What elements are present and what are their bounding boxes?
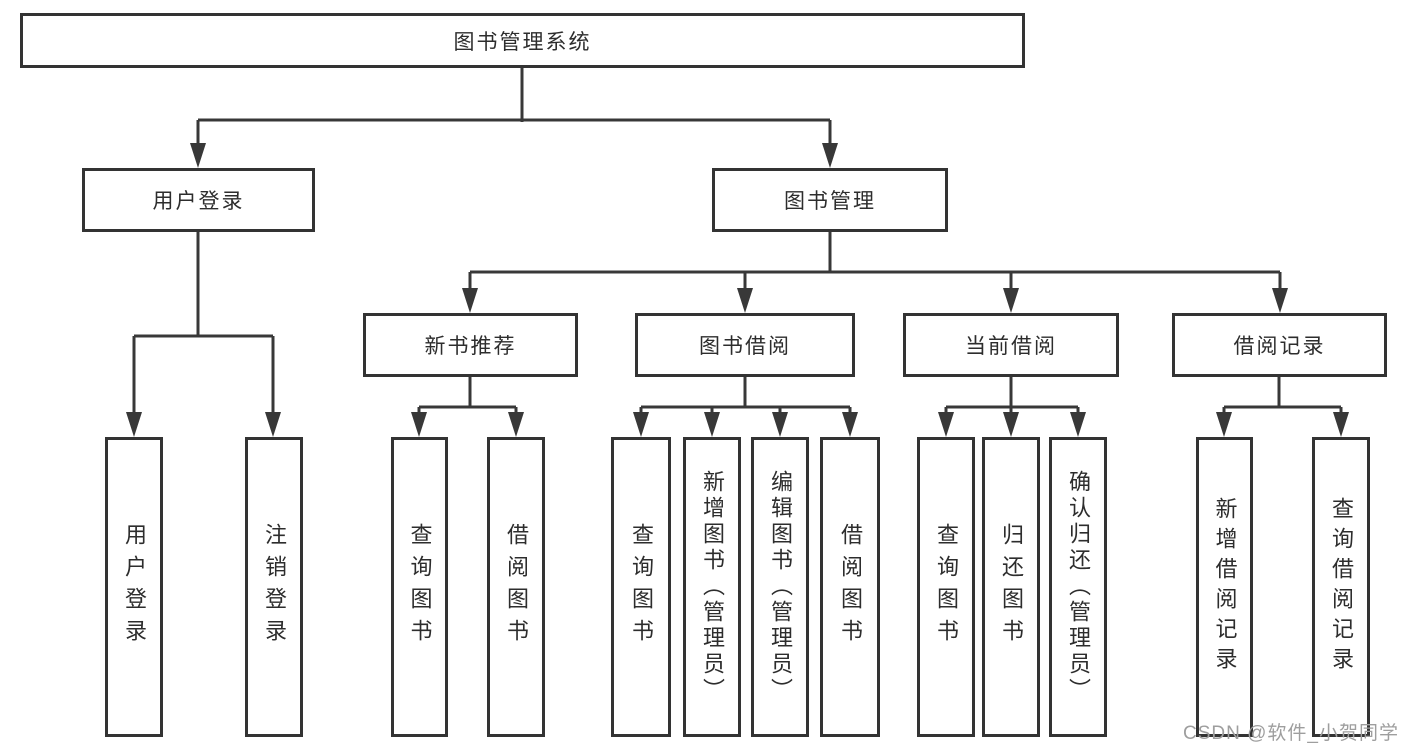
leaf-user-login: 用户登录	[105, 437, 163, 737]
node-current-borrow-label: 当前借阅	[965, 335, 1057, 358]
node-user-login: 用户登录	[82, 168, 315, 232]
leaf-borrow-books-label: 借阅图书	[838, 523, 863, 651]
node-current-borrow: 当前借阅	[903, 313, 1119, 377]
leaf-return-book: 归还图书	[982, 437, 1040, 737]
node-book-borrow: 图书借阅	[635, 313, 855, 377]
node-book-borrow-label: 图书借阅	[699, 335, 791, 358]
leaf-borrow-books-recommend: 借阅图书	[487, 437, 545, 737]
leaf-edit-book-admin-label: 编辑图书（管理员）	[768, 470, 793, 704]
leaf-user-login-label: 用户登录	[122, 523, 147, 651]
leaf-add-borrow-record: 新增借阅记录	[1196, 437, 1253, 737]
leaf-borrow-books-recommend-label: 借阅图书	[504, 523, 529, 651]
leaf-logout-label: 注销登录	[262, 523, 287, 651]
leaf-query-books-borrow-label: 查询图书	[629, 523, 654, 651]
leaf-borrow-books: 借阅图书	[820, 437, 880, 737]
leaf-add-book-admin-label: 新增图书（管理员）	[700, 470, 725, 704]
node-borrow-records: 借阅记录	[1172, 313, 1387, 377]
leaf-query-borrow-record-label: 查询借阅记录	[1329, 497, 1354, 677]
leaf-confirm-return-admin: 确认归还（管理员）	[1049, 437, 1107, 737]
leaf-logout: 注销登录	[245, 437, 303, 737]
node-new-book-recommend: 新书推荐	[363, 313, 578, 377]
leaf-edit-book-admin: 编辑图书（管理员）	[751, 437, 809, 737]
leaf-confirm-return-admin-label: 确认归还（管理员）	[1066, 470, 1091, 704]
leaf-query-books-recommend-label: 查询图书	[407, 523, 433, 651]
node-new-book-recommend-label: 新书推荐	[424, 335, 517, 358]
leaf-query-books-borrow: 查询图书	[611, 437, 671, 737]
node-book-management: 图书管理	[712, 168, 948, 232]
node-root-label: 图书管理系统	[453, 30, 592, 54]
leaf-query-borrow-record: 查询借阅记录	[1312, 437, 1370, 737]
node-borrow-records-label: 借阅记录	[1233, 335, 1326, 358]
leaf-query-books-recommend: 查询图书	[391, 437, 448, 737]
leaf-add-book-admin: 新增图书（管理员）	[683, 437, 741, 737]
tree-edges	[132, 68, 1343, 416]
leaf-query-books-current-label: 查询图书	[934, 523, 959, 651]
node-user-login-label: 用户登录	[152, 190, 245, 213]
leaf-return-book-label: 归还图书	[999, 523, 1024, 651]
leaf-add-borrow-record-label: 新增借阅记录	[1212, 497, 1238, 677]
node-root-system: 图书管理系统	[20, 13, 1025, 68]
node-book-management-label: 图书管理	[784, 190, 876, 213]
csdn-watermark: CSDN @软件_小贺同学	[1183, 723, 1399, 744]
leaf-query-books-current: 查询图书	[917, 437, 975, 737]
